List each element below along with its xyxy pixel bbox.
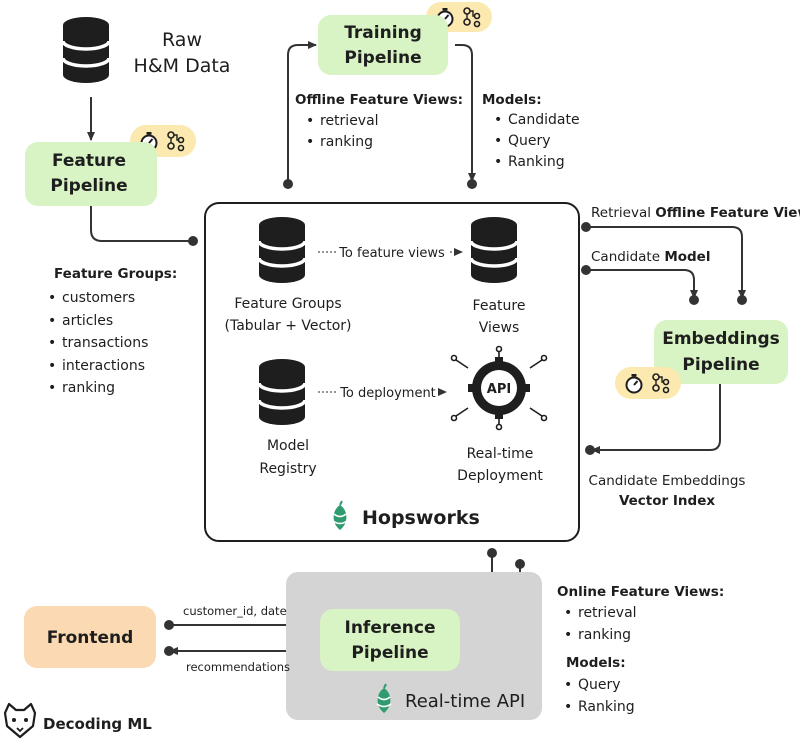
deployment-label-line1: Real-time	[467, 446, 534, 462]
embeddings-pipeline-label-line2: Pipeline	[682, 355, 759, 375]
feature-groups-list: • customers • articles • transactions • …	[48, 290, 148, 396]
feature-groups-bullet: •	[48, 335, 56, 351]
feature-groups-item: articles	[62, 313, 113, 329]
model-registry-database-icon	[257, 357, 307, 427]
feature-groups-item: interactions	[62, 358, 145, 374]
online-views-bullet: •	[564, 605, 572, 621]
feature-groups-bullet: •	[48, 380, 56, 396]
api-gear-label: API	[487, 382, 511, 397]
online-views-title: Online Feature Views:	[557, 584, 724, 600]
online-models-item: Ranking	[578, 699, 635, 715]
request-params-label: customer_id, date	[183, 604, 287, 618]
recommendations-label: recommendations	[186, 660, 290, 674]
model-registry-label-line2: Registry	[259, 461, 316, 477]
feature-pipeline-label-line2: Pipeline	[50, 176, 127, 196]
vector-index-label: Vector Index	[619, 493, 715, 509]
api-gear-icon: API	[450, 345, 548, 431]
to-deployment-label-bg	[338, 382, 438, 402]
online-models-bullet: •	[564, 699, 572, 715]
training-models-item: Candidate	[508, 112, 580, 128]
raw-data-label-line2: H&M Data	[134, 55, 231, 77]
training-pipeline-label-line1: Training	[344, 23, 422, 43]
feature-groups-item: transactions	[62, 335, 148, 351]
feature-groups-store-label-line2: (Tabular + Vector)	[225, 318, 352, 334]
offline-views-bullet: •	[306, 134, 314, 150]
brand-name: Decoding ML	[43, 715, 152, 733]
online-models-title: Models:	[566, 655, 626, 671]
offline-views-bullet: •	[306, 113, 314, 129]
online-models-bullet: •	[564, 677, 572, 693]
hopsworks-label: Hopsworks	[362, 507, 480, 529]
feature-views-label-line2: Views	[479, 320, 520, 336]
inference-pipeline-box	[320, 609, 460, 671]
to-deployment-label: To deployment	[339, 386, 436, 401]
embeddings-pipeline-box	[654, 320, 788, 384]
offline-views-title: Offline Feature Views:	[295, 92, 463, 108]
offline-views-item: ranking	[320, 134, 373, 150]
training-models-bullet: •	[494, 133, 502, 149]
feature-groups-bullet: •	[48, 290, 56, 306]
to-feature-views-label-bg	[336, 242, 448, 262]
online-views-item: ranking	[578, 627, 631, 643]
online-models-item: Query	[578, 677, 621, 693]
offline-views-item: retrieval	[320, 113, 379, 129]
connector-dots	[164, 179, 747, 658]
feature-groups-store-label-line1: Feature Groups	[234, 296, 341, 312]
training-models-title: Models:	[482, 92, 542, 108]
to-feature-views-label: To feature views	[338, 246, 445, 261]
embeddings-pipeline-label-line1: Embeddings	[662, 329, 780, 349]
training-models-bullet: •	[494, 154, 502, 170]
feature-pipeline-label-line1: Feature	[52, 151, 126, 171]
feature-groups-bullet: •	[48, 358, 56, 374]
training-pipeline-box	[318, 15, 448, 75]
online-views-bullet: •	[564, 627, 572, 643]
feature-groups-item: ranking	[62, 380, 115, 396]
online-views-item: retrieval	[578, 605, 637, 621]
embeddings-pipeline-badge	[615, 367, 681, 399]
training-models-bullet: •	[494, 112, 502, 128]
training-models-item: Query	[508, 133, 551, 149]
frontend-label: Frontend	[47, 628, 134, 648]
frontend-box	[24, 606, 156, 668]
raw-data-label-line1: Raw	[162, 29, 202, 51]
candidate-model-label: Candidate Model	[591, 249, 710, 265]
training-pipeline-label-line2: Pipeline	[344, 48, 421, 68]
realtime-api-label: Real-time API	[405, 691, 525, 712]
feature-groups-title: Feature Groups:	[54, 266, 177, 282]
raw-data-database-icon	[61, 15, 111, 85]
decoding-ml-logo-icon	[3, 702, 37, 739]
training-models-item: Ranking	[508, 154, 565, 170]
feature-views-label-line1: Feature	[473, 298, 526, 314]
feature-pipeline-box	[25, 142, 157, 206]
feature-groups-database-icon	[257, 215, 307, 285]
feature-views-database-icon	[469, 215, 519, 285]
model-registry-label-line1: Model	[267, 438, 309, 454]
feature-groups-item: customers	[62, 290, 135, 306]
inference-pipeline-label-line2: Pipeline	[351, 643, 428, 663]
retrieval-offline-view-label: Retrieval Offline Feature View	[591, 205, 800, 221]
deployment-label-line2: Deployment	[457, 468, 543, 484]
hopsworks-box	[204, 202, 580, 542]
feature-groups-bullet: •	[48, 313, 56, 329]
inference-pipeline-label-line1: Inference	[345, 618, 436, 638]
candidate-embeddings-label: Candidate Embeddings	[589, 473, 746, 489]
